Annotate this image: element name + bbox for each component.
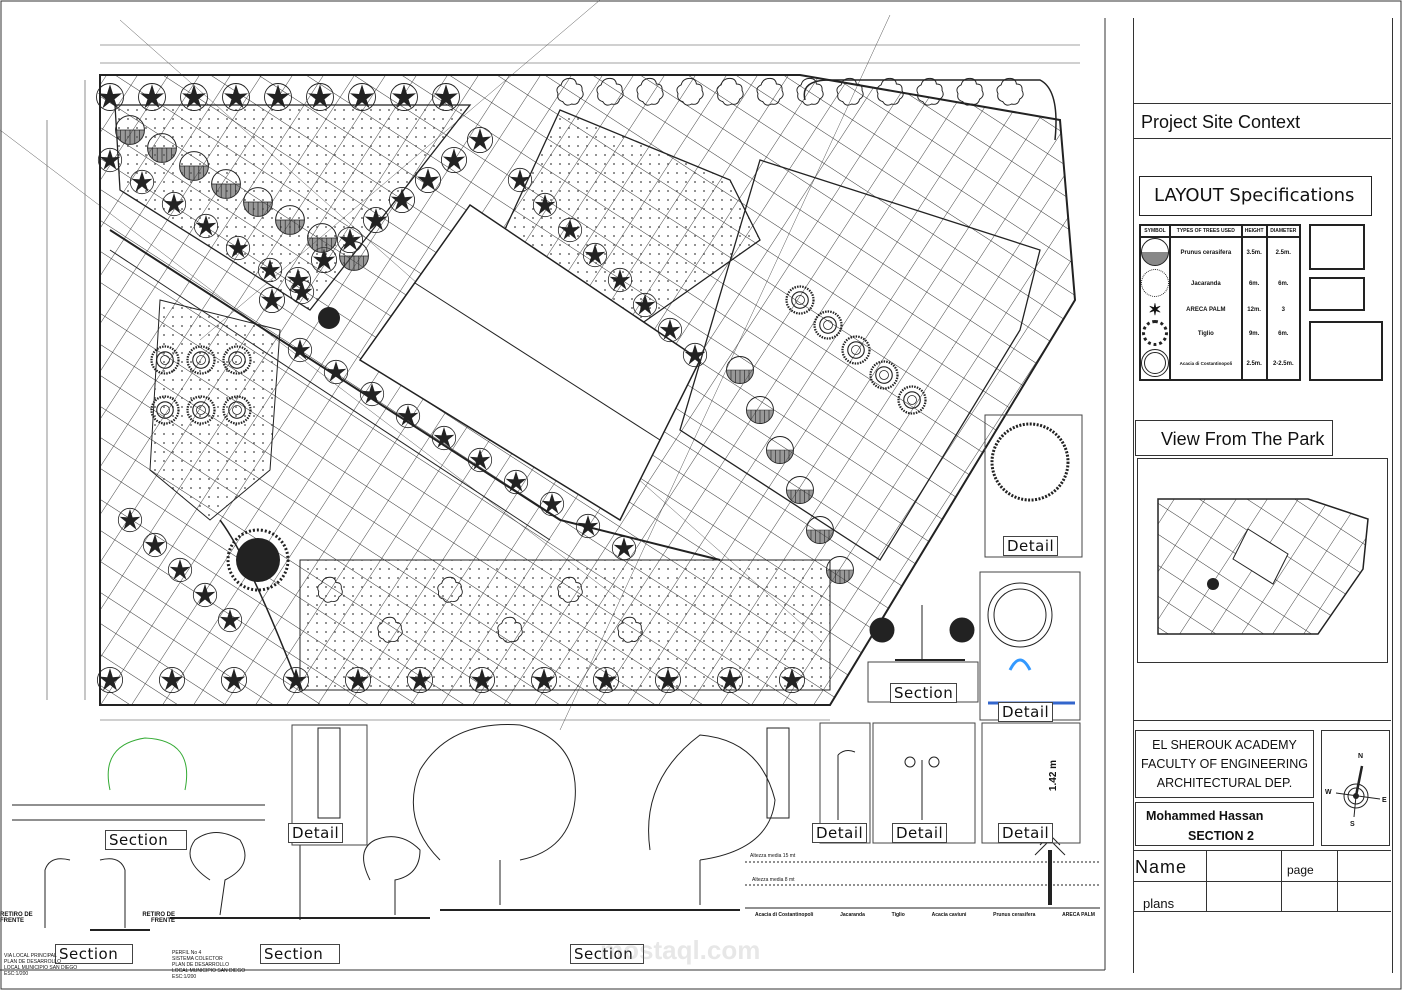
school-box: EL SHEROUK ACADEMY FACULTY OF ENGINEERIN… [1135, 730, 1314, 798]
jacaranda-tree-icon [956, 77, 984, 106]
tree-name: Prunus cerasifera [1169, 237, 1242, 269]
tree-name: ARECA PALM [1169, 299, 1242, 320]
table-row: Jacaranda 6m. 6m. [1141, 268, 1299, 300]
school-line: ARCHITECTURAL DEP. [1156, 776, 1293, 790]
layout-spec-title: LAYOUT Specifications [1154, 185, 1355, 206]
section-note-mid: PERFIL No 4 SISTEMA COLECTOR PLAN DE DES… [172, 950, 245, 980]
west-label: W [1325, 789, 1332, 796]
section-label: Section [55, 944, 133, 964]
view-thumbnail [1137, 458, 1388, 663]
north-arrow-box: N W E S [1321, 730, 1390, 846]
detail-label: Detail [998, 823, 1054, 843]
east-label: E [1382, 797, 1387, 804]
retiro-label: RETIRO DE FRENTE [0, 912, 33, 924]
table-row: Tiglio 9m. 6m. [1141, 319, 1299, 349]
name-grid: Name page plans [1133, 850, 1391, 912]
note-line: LOCAL MUNICIPIO SAN DIEGO [172, 968, 246, 974]
section-label: Section [890, 683, 958, 703]
tree-name: Jacaranda [840, 912, 865, 918]
table-row: Acacia di Costantinopoli 2.5m. 2-2.5m. [1141, 348, 1299, 379]
note-line: PERFIL No 4 [172, 950, 202, 956]
plans-label: plans [1143, 896, 1175, 911]
table-row: ✶ ARECA PALM 12m. 3 [1141, 299, 1299, 320]
tree-elevation-names: Acacia di Costantinopoli Jacaranda Tigli… [755, 912, 1095, 918]
legend-box-2 [1309, 277, 1365, 311]
tree-name: Tiglio [891, 912, 905, 918]
detail-label: Detail [288, 823, 344, 843]
tree-spec-table: SYMBOL TYPES OF TREES USED HEIGHT DIAMET… [1139, 224, 1301, 381]
divider [1133, 720, 1391, 721]
project-title-box: Project Site Context [1133, 103, 1391, 139]
note-line: PLAN DE DESARROLLO [172, 962, 229, 968]
author-name: Mohammed Hassan [1146, 809, 1264, 823]
retiro-label: RETIRO DE FRENTE [142, 912, 175, 924]
sheet-title: SECTION 2 [1188, 829, 1254, 843]
section-note-left: VIA LOCAL PRINCIPAL PLAN DE DESARROLLO L… [4, 953, 77, 977]
section-label: Section [570, 944, 644, 964]
tree-diameter: 6m. [1265, 268, 1299, 300]
tree-height: 2.5m. [1240, 348, 1267, 379]
school-line: FACULTY OF ENGINEERING [1141, 757, 1308, 771]
watermark: mostaql.com [600, 935, 761, 965]
table-row: Prunus cerasifera 3.5m. 2.5m. [1141, 237, 1299, 269]
note-line: PLAN DE DESARROLLO [4, 959, 61, 965]
tree-name: Prunus cerasifera [993, 912, 1036, 918]
tree-diameter: 3 [1265, 299, 1299, 320]
legend-box-1 [1309, 224, 1365, 270]
section-label: Section [105, 830, 187, 850]
note-line: LOCAL MUNICIPIO SAN DIEGO [4, 965, 78, 971]
project-title: Project Site Context [1141, 112, 1301, 132]
note-line: VIA LOCAL PRINCIPAL [4, 953, 57, 959]
tree-name: Acacia caviuni [931, 912, 967, 918]
north-arrow-icon [1335, 765, 1381, 818]
tree-diameter: 2.5m. [1265, 237, 1299, 269]
tree-height: 6m. [1240, 268, 1267, 300]
detail-label: Detail [892, 823, 948, 843]
col-header: HEIGHT [1240, 226, 1267, 238]
col-header: TYPES OF TREES USED [1169, 226, 1242, 238]
note-line: ESC:1/200 [4, 971, 29, 977]
section-label: Section [260, 944, 340, 964]
detail-label: Detail [812, 823, 868, 843]
col-header: SYMBOL [1141, 226, 1170, 238]
south-label: S [1350, 821, 1355, 828]
tree-name: Acacia di Costantinopoli [1169, 348, 1242, 379]
double-ring-tree-icon [1141, 348, 1169, 377]
page-label: page [1287, 863, 1314, 877]
school-line: EL SHEROUK ACADEMY [1152, 738, 1297, 752]
tree-diameter: 2-2.5m. [1265, 348, 1299, 379]
tree-height: 12m. [1240, 299, 1267, 320]
tree-height: 9m. [1240, 319, 1267, 349]
jacaranda-tree-icon [996, 77, 1024, 106]
view-title: View From The Park [1161, 429, 1325, 449]
detail-label: Detail [998, 702, 1054, 722]
half-circle-tree-icon [1141, 238, 1169, 267]
tree-diameter: 6m. [1265, 319, 1299, 349]
height-8-label: Altezza media 8 mt [752, 877, 795, 883]
note-line: SISTEMA COLECTOR [172, 956, 223, 962]
tree-name: Acacia di Costantinopoli [755, 912, 814, 918]
flower-tree-icon [1141, 268, 1169, 297]
palm-star-icon: ✶ [1148, 301, 1162, 319]
height-15-label: Altezza media 15 mt [750, 853, 796, 859]
title-panel [1133, 18, 1393, 973]
name-label: Name [1135, 857, 1188, 877]
site-plan-thumbnail [1157, 498, 1369, 635]
legend-box-3 [1309, 321, 1383, 381]
note-line: ESC:1/200 [172, 974, 197, 980]
tree-name: Jacaranda [1169, 268, 1242, 300]
view-title-box: View From The Park [1135, 420, 1333, 456]
layout-spec-title-box: LAYOUT Specifications [1139, 176, 1372, 216]
north-label: N [1358, 753, 1364, 760]
col-header: DIAMETER [1265, 226, 1299, 238]
tree-name: ARECA PALM [1062, 912, 1095, 918]
tree-name: Tiglio [1169, 319, 1242, 349]
ring-tree-icon [1142, 320, 1168, 347]
tree-height: 3.5m. [1240, 237, 1267, 269]
author-box: Mohammed Hassan SECTION 2 [1135, 802, 1314, 846]
detail-label: Detail [1003, 536, 1059, 556]
dimension-label: 1.42 m [1048, 759, 1060, 792]
